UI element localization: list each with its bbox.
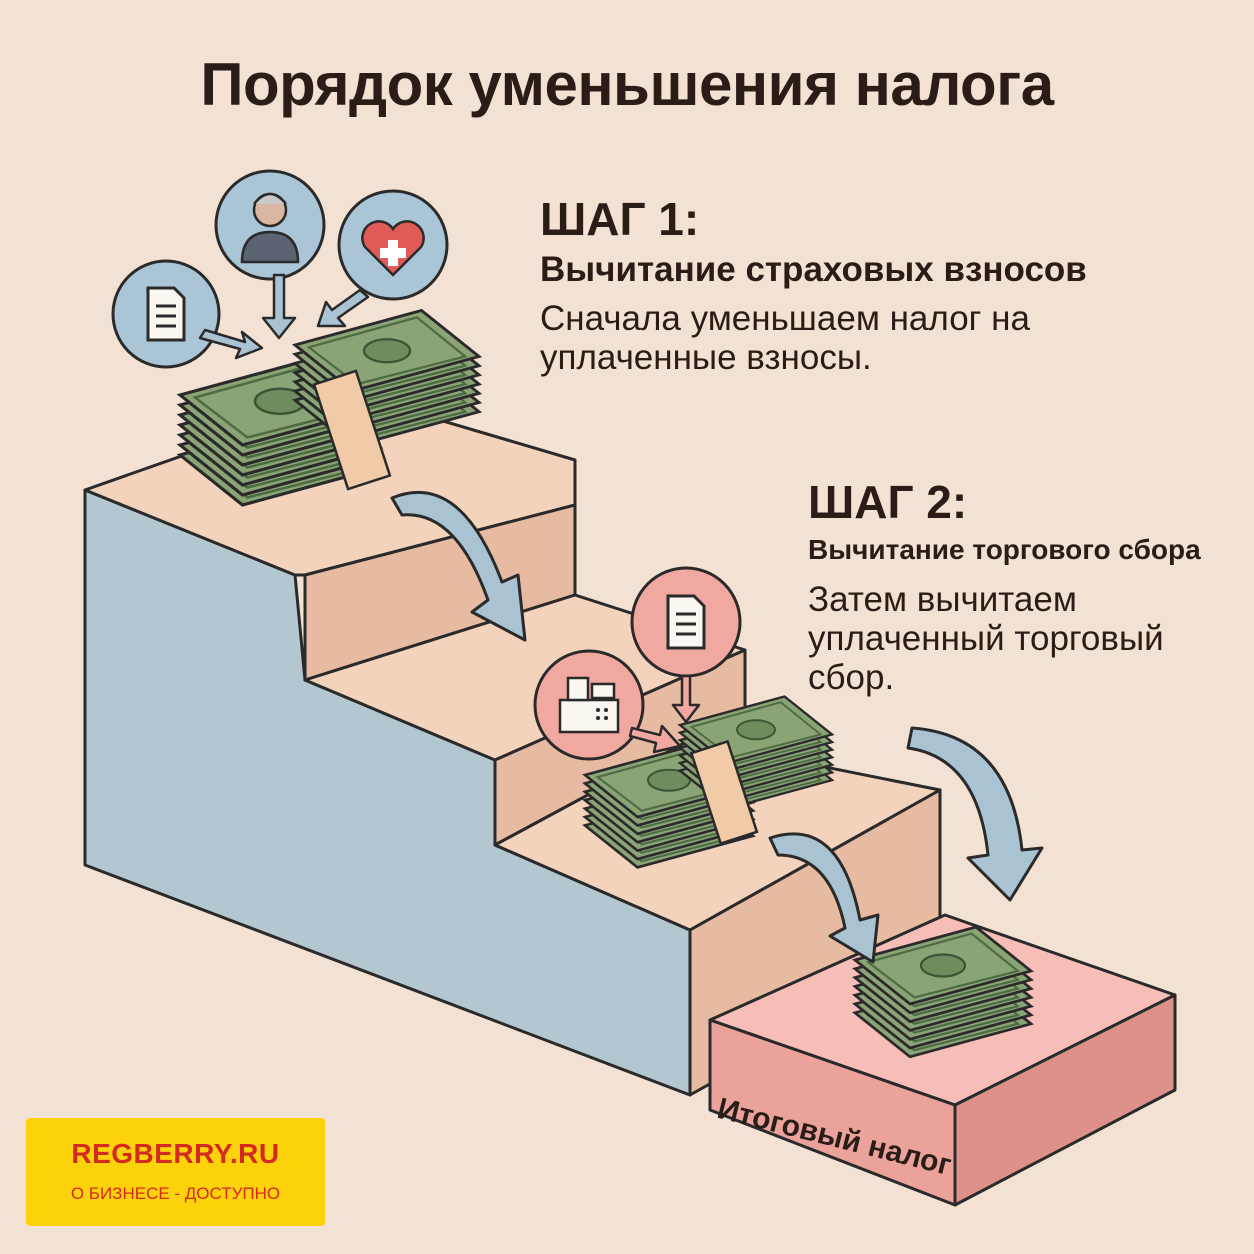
page-title: Порядок уменьшения налога [200,51,1054,118]
money-band-top [312,369,392,491]
arrow-icon [390,490,1044,964]
step2-label: ШАГ 2: [808,476,968,528]
document-icon [630,566,742,678]
pensioner-icon [214,169,326,281]
brand-name: REGBERRY.RU [71,1138,280,1169]
money-band-middle [689,739,759,846]
step2-text: Затем вычитаем уплаченный торговый сбор. [808,580,1164,698]
step1-label: ШАГ 1: [540,193,700,245]
arrow-icon [198,273,370,360]
brand-tagline: О БИЗНЕСЕ - ДОСТУПНО [70,1184,281,1203]
arrow-icon [628,674,701,754]
step2-heading: Вычитание торгового сбора [808,534,1201,565]
medical-heart-icon [337,189,449,301]
brand-badge[interactable]: REGBERRY.RU О БИЗНЕСЕ - ДОСТУПНО [26,1118,325,1226]
cash-register-icon [533,649,645,761]
document-icon [111,259,221,369]
step1-text: Сначала уменьшаем налог на уплаченные вз… [540,299,1030,378]
step1-heading: Вычитание страховых взносов [540,250,1087,289]
